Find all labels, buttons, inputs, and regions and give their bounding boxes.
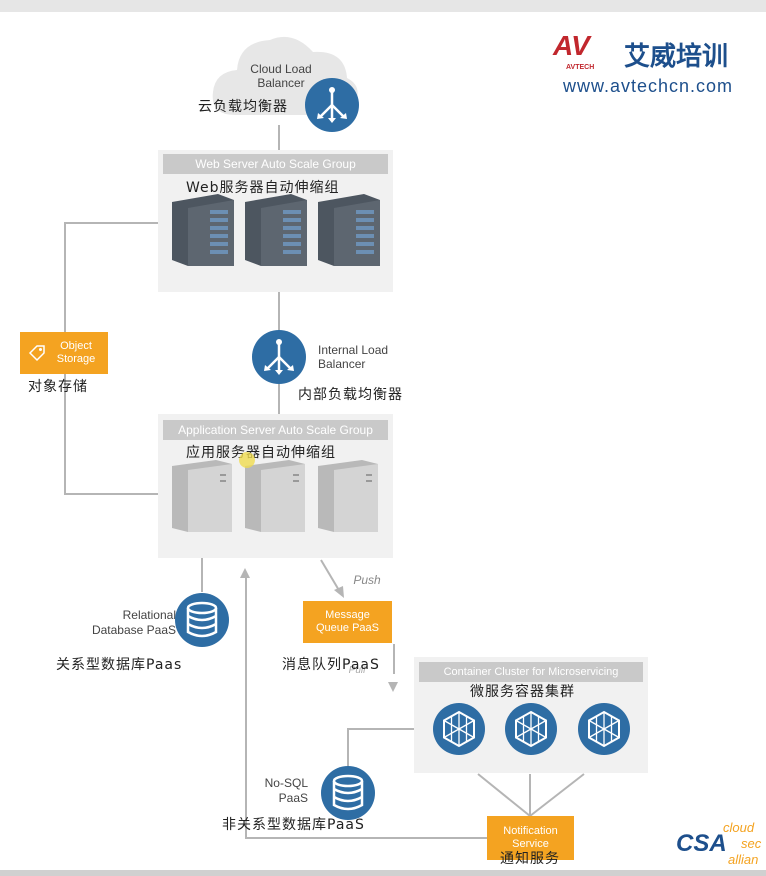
message-queue-label-2: Queue PaaS xyxy=(316,622,379,634)
app-server-icon xyxy=(172,460,232,532)
cursor-highlight xyxy=(239,452,255,468)
notification-service-box: Notification Service xyxy=(487,816,574,860)
line-web-to-ilb xyxy=(278,292,280,332)
notification-label-2: Service xyxy=(512,838,549,850)
app-group-title: Application Server Auto Scale Group xyxy=(163,420,388,440)
container-cluster-cn: 微服务容器集群 xyxy=(470,684,575,700)
bottom-bar xyxy=(0,870,766,876)
line-return-vertical xyxy=(245,576,247,838)
avtech-logo-cn: 艾威培训 xyxy=(624,42,729,72)
line-nosql-vertical xyxy=(347,728,349,768)
container-icon xyxy=(578,703,630,755)
notification-cn: 通知服务 xyxy=(500,851,560,867)
line-storage-bottom xyxy=(64,493,158,495)
relational-db-cn: 关系型数据库Paas xyxy=(56,657,183,673)
app-server-icon xyxy=(245,460,305,532)
web-server-icon xyxy=(172,194,234,266)
line-mq-to-container xyxy=(393,644,395,674)
message-queue-cn: 消息队列PaaS xyxy=(282,657,380,673)
object-storage-label: Object Storage xyxy=(56,340,96,365)
object-storage-cn: 对象存储 xyxy=(28,379,88,395)
internal-lb-label: Internal Load Balancer xyxy=(318,343,389,371)
avtech-logo-mark: AV xyxy=(553,30,590,61)
line-nosql-horizontal xyxy=(347,728,415,730)
web-server-icon xyxy=(245,194,307,266)
web-server-icon xyxy=(318,194,380,266)
avtech-url: www.avtechcn.com xyxy=(563,76,734,96)
notification-label-1: Notification xyxy=(503,825,558,837)
message-queue-label-1: Message xyxy=(325,609,370,621)
csa-word-security: sec xyxy=(741,836,762,851)
line-ilb-to-app xyxy=(278,384,280,414)
csa-logo: CSA xyxy=(676,830,727,857)
cloud-lb-cn: 云负载均衡器 xyxy=(198,99,288,115)
app-server-icon xyxy=(318,460,378,532)
web-group-title: Web Server Auto Scale Group xyxy=(163,154,388,174)
line-storage-top xyxy=(64,222,158,224)
database-icon xyxy=(175,593,229,647)
avtech-logo-subtext: AVTECH xyxy=(566,64,595,71)
container-cluster-title: Container Cluster for Microservicing xyxy=(419,662,643,682)
csa-word-cloud: cloud xyxy=(723,820,755,835)
csa-word-alliance: allian xyxy=(728,852,759,867)
object-storage-box: Object Storage xyxy=(20,332,108,374)
line-app-to-rdb xyxy=(201,558,203,592)
nosql-db-label-2: PaaS xyxy=(278,791,308,805)
relational-db-label-2: Database PaaS xyxy=(91,623,176,637)
nosql-db-label-1: No-SQL xyxy=(264,776,308,790)
nosql-db-cn: 非关系型数据库PaaS xyxy=(222,817,365,833)
push-label: Push xyxy=(353,573,381,587)
pull-label: Pull xyxy=(348,665,366,676)
tag-icon xyxy=(28,345,45,362)
top-bar xyxy=(0,0,766,12)
internal-load-balancer-icon xyxy=(252,330,306,384)
app-group-cn: 应用服务器自动伸缩组 xyxy=(186,445,336,461)
database-icon xyxy=(321,766,375,820)
message-queue-box: Message Queue PaaS xyxy=(303,601,392,643)
relational-db-label-1: Relational xyxy=(122,608,176,622)
line-cloud-to-web xyxy=(278,125,280,150)
container-icon xyxy=(433,703,485,755)
cloud-lb-label: Cloud Load Balancer xyxy=(250,62,312,90)
container-icon xyxy=(505,703,557,755)
cloud-load-balancer-icon xyxy=(305,78,359,132)
internal-lb-cn: 内部负载均衡器 xyxy=(298,387,403,403)
web-group-cn: Web服务器自动伸缩组 xyxy=(186,180,340,196)
line-return-bottom xyxy=(245,837,487,839)
